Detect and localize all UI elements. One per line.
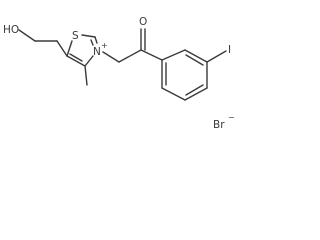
bromide-charge: −	[228, 113, 235, 122]
bromide-label: Br	[213, 119, 225, 131]
bond-s-c2	[81, 34, 96, 38]
nitrogen-charge: +	[101, 41, 108, 50]
iodine-label: I	[228, 44, 231, 56]
bond-c5-s	[66, 40, 73, 57]
hydroxyl-label: HO	[3, 24, 19, 36]
bond-n-c4	[84, 55, 94, 67]
iodophenyl-ring	[161, 49, 208, 101]
ring-bond-5	[161, 87, 186, 101]
bond-c2-n-double	[90, 39, 94, 46]
molecule-drawing: HO S N + O I Br −	[3, 16, 235, 131]
ring-inner-2	[185, 84, 204, 96]
hydroxyethyl-chain	[18, 29, 68, 57]
bond-n-ch2	[102, 51, 120, 63]
ring-bond-2	[184, 49, 208, 63]
ring-bond-1	[161, 49, 186, 61]
nitrogen-label: N	[93, 46, 101, 58]
bond-co-ring	[140, 49, 163, 61]
carbonyl-oxygen-label: O	[139, 16, 147, 28]
bond-c4-c5	[66, 55, 86, 67]
sulfur-label: S	[72, 30, 79, 42]
bond-c-i	[206, 50, 227, 63]
bond-methyl	[84, 65, 88, 86]
bond-o-ch2	[18, 29, 36, 42]
bond-ch2-c5	[56, 40, 68, 57]
structure-diagram: HO S N + O I Br −	[0, 0, 263, 136]
acyl-linker	[102, 28, 163, 63]
thiazolium-ring	[66, 34, 98, 67]
bond-c4-c5-double	[69, 53, 83, 62]
ring-bond-4	[184, 87, 208, 101]
bond-ch2-co	[118, 49, 142, 63]
bond-c2-n	[94, 36, 98, 44]
ring-inner-1	[185, 54, 204, 66]
